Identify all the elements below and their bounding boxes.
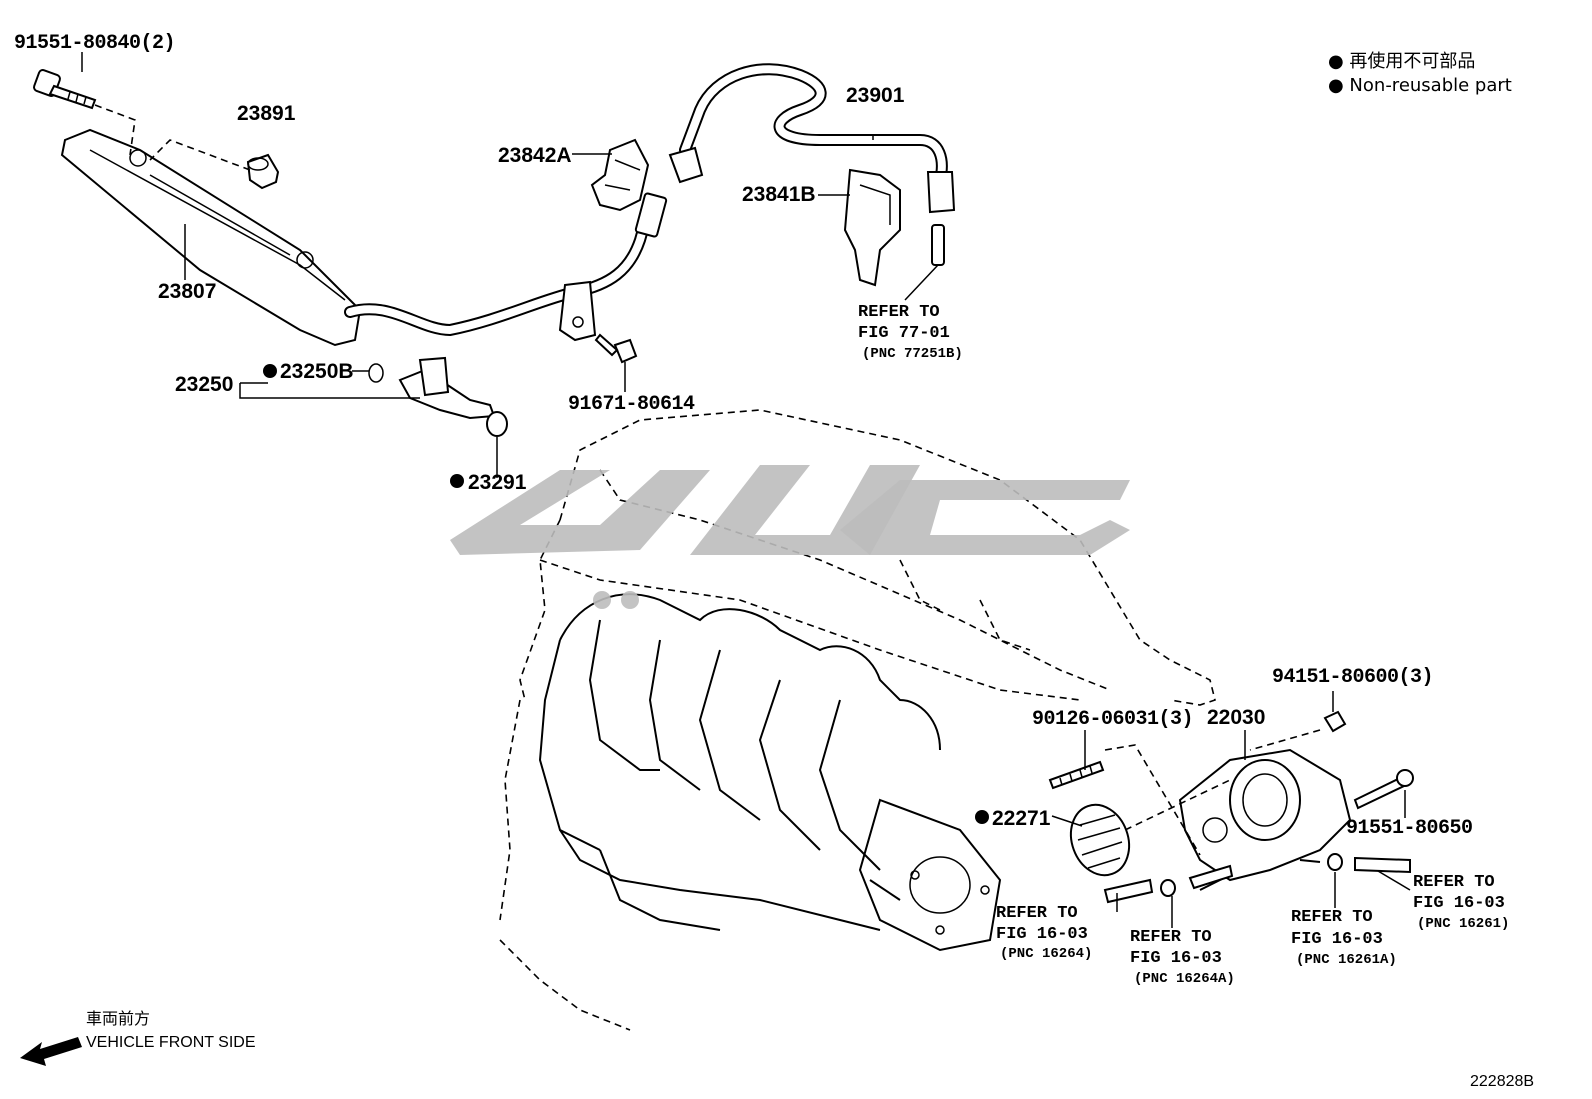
clip-23842A: [590, 138, 650, 212]
part-label: 23291: [468, 471, 527, 494]
front-direction-arrow-icon: [20, 1037, 82, 1066]
refer-line: FIG 16-03: [1130, 949, 1222, 968]
part-label: 22271: [992, 807, 1051, 830]
nut-94151-80600: [1323, 710, 1347, 733]
non-reusable-dot-icon: [450, 474, 464, 488]
refer-line: REFER TO: [996, 904, 1078, 923]
part-label: 23842A: [498, 144, 572, 167]
refer-line: FIG 16-03: [1291, 930, 1383, 949]
part-label: 23841B: [742, 183, 816, 206]
part-label: 94151-80600(3): [1272, 666, 1433, 689]
direction-en: VEHICLE FRONT SIDE: [86, 1034, 256, 1051]
refer-line: (PNC 16261): [1417, 916, 1509, 932]
refer-line: REFER TO: [1413, 873, 1495, 892]
refer-line: (PNC 16264A): [1134, 971, 1235, 987]
refer-line: REFER TO: [858, 303, 940, 322]
cushion-23891: [246, 153, 280, 190]
figure-id: 222828B: [1470, 1073, 1534, 1090]
bolt-91551-80840: [33, 69, 97, 110]
clip-23841B: [843, 168, 901, 287]
part-label: 90126-06031(3): [1032, 708, 1193, 731]
part-label: 22030: [1207, 706, 1265, 729]
part-label: 91551-80840(2): [14, 32, 175, 55]
throttle-body-22030: [1178, 748, 1352, 891]
refer-line: (PNC 16264): [1000, 946, 1092, 962]
legend-jp: ● 再使用不可部品: [1328, 51, 1475, 72]
fuel-delivery-pipe: [60, 128, 362, 347]
legend-en: ● Non-reusable part: [1328, 75, 1512, 96]
non-reusable-dot-icon: [263, 364, 277, 378]
refer-line: FIG 16-03: [996, 925, 1088, 944]
intake-manifold: [538, 593, 1002, 952]
non-reusable-dot-icon: [975, 810, 989, 824]
refer-line: FIG 16-03: [1413, 894, 1505, 913]
refer-line: (PNC 16261A): [1296, 952, 1397, 968]
part-label: 23807: [158, 280, 216, 303]
refer-line: REFER TO: [1291, 908, 1373, 927]
refer-line: REFER TO: [1130, 928, 1212, 947]
watermark-logo: [450, 465, 1130, 609]
stud-90126-06031: [1048, 760, 1105, 790]
bolt-91551-80650: [1353, 769, 1414, 810]
refer-line: (PNC 77251B): [862, 346, 963, 362]
part-label: 23901: [846, 84, 905, 107]
leader-lines: [81, 52, 1411, 928]
part-label: 91671-80614: [568, 393, 695, 416]
hose-23901: [668, 63, 956, 266]
part-label: 23891: [237, 102, 296, 125]
injector-23250: [368, 356, 508, 437]
bolt-91671-80614: [594, 333, 638, 364]
gasket-22271: [1069, 803, 1131, 877]
labels: 91551-80840(2) 23891 23807 23842A 23901 …: [14, 32, 1534, 1090]
part-label: 91551-80650: [1346, 817, 1473, 840]
fuel-tube: [344, 192, 668, 342]
refer-line: FIG 77-01: [858, 324, 950, 343]
direction-jp: 車両前方: [86, 1010, 150, 1028]
part-label: 23250: [175, 373, 233, 396]
part-label: 23250B: [280, 360, 354, 383]
